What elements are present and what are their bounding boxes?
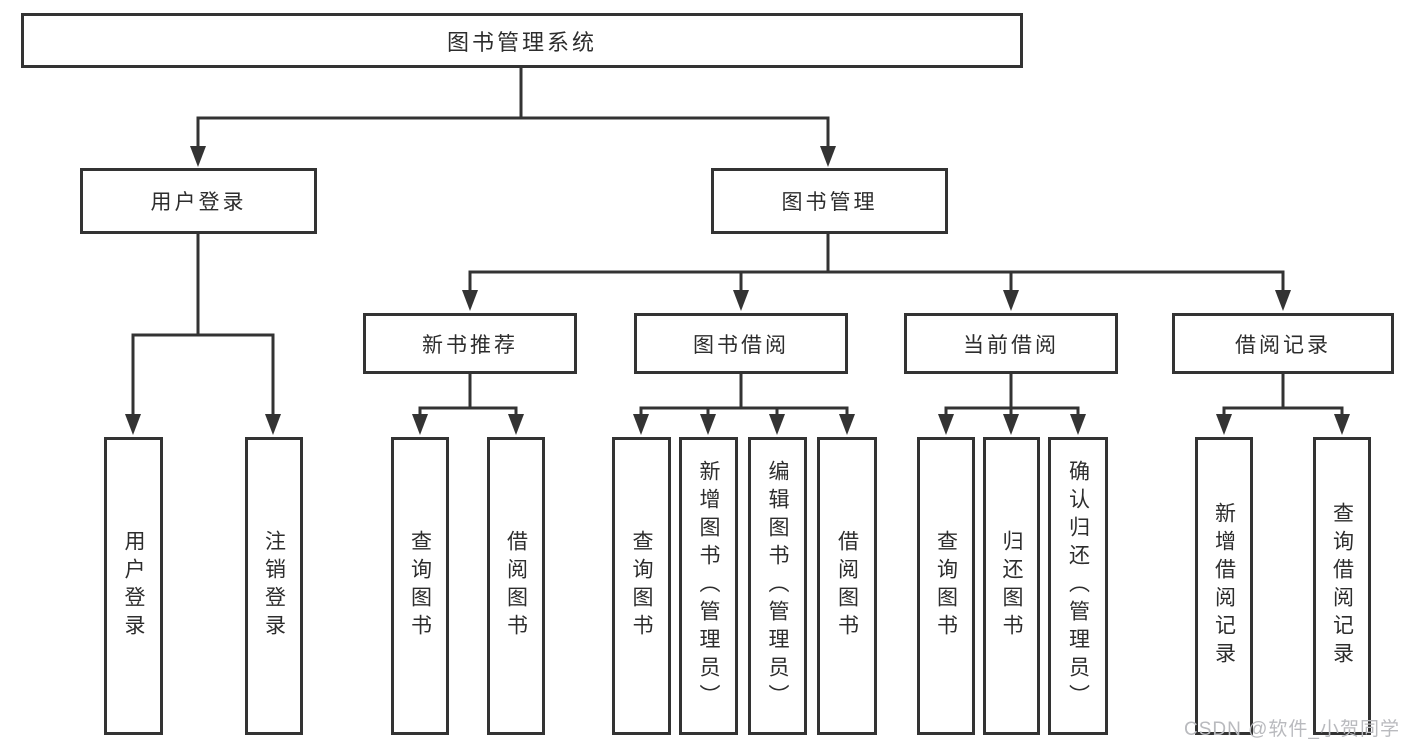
leaf-add-borrow-record: 新增借阅记录: [1195, 437, 1253, 735]
leaf-edit-books-admin: 编辑图书（管理员）: [748, 437, 807, 735]
node-user-login-label: 用户登录: [150, 191, 247, 214]
connector-root-to-level2: [190, 66, 836, 167]
leaf-query-books-3: 查询图书: [917, 437, 975, 735]
leaf-logout: 注销登录: [245, 437, 303, 735]
leaf-user-login: 用户登录: [104, 437, 163, 735]
leaf-borrow-books-1: 借阅图书: [487, 437, 545, 735]
leaf-add-borrow-record-label: 新增借阅记录: [1212, 502, 1236, 670]
node-root: 图书管理系统: [21, 13, 1023, 68]
node-root-label: 图书管理系统: [446, 29, 597, 55]
node-book-borrow: 图书借阅: [634, 313, 848, 374]
node-book-mgmt: 图书管理: [711, 168, 948, 234]
connector-current-borrow-to-leaves: [938, 374, 1086, 435]
leaf-borrow-books-1-label: 借阅图书: [504, 530, 528, 642]
leaf-add-books-admin-label: 新增图书（管理员）: [697, 460, 720, 712]
node-current-borrow: 当前借阅: [904, 313, 1118, 374]
connector-new-book-rec-to-leaves: [412, 374, 524, 435]
leaf-return-books-label: 归还图书: [1000, 530, 1023, 642]
connector-book-mgmt-to-level3: [462, 234, 1291, 311]
node-book-borrow-label: 图书借阅: [693, 333, 789, 357]
leaf-return-books: 归还图书: [983, 437, 1040, 735]
leaf-borrow-books-2: 借阅图书: [817, 437, 877, 735]
leaf-borrow-books-2-label: 借阅图书: [835, 530, 859, 642]
leaf-edit-books-admin-label: 编辑图书（管理员）: [766, 460, 789, 712]
leaf-confirm-return-admin: 确认归还（管理员）: [1048, 437, 1108, 735]
node-new-book-rec: 新书推荐: [363, 313, 577, 374]
node-borrow-records: 借阅记录: [1172, 313, 1394, 374]
leaf-query-books-2: 查询图书: [612, 437, 671, 735]
csdn-watermark: CSDN @软件_小贺同学: [1184, 719, 1400, 740]
connector-user-login-to-leaves: [125, 234, 281, 435]
leaf-query-borrow-record-label: 查询借阅记录: [1330, 502, 1354, 670]
leaf-query-books-2-label: 查询图书: [630, 530, 653, 642]
leaf-logout-label: 注销登录: [262, 530, 286, 642]
node-book-mgmt-label: 图书管理: [781, 191, 878, 214]
connector-borrow-records-to-leaves: [1216, 374, 1350, 435]
node-borrow-records-label: 借阅记录: [1235, 333, 1331, 357]
leaf-confirm-return-admin-label: 确认归还（管理员）: [1066, 460, 1090, 712]
leaf-query-books-3-label: 查询图书: [934, 530, 958, 642]
node-new-book-rec-label: 新书推荐: [422, 333, 518, 357]
leaf-user-login-label: 用户登录: [122, 530, 145, 642]
leaf-query-books-1: 查询图书: [391, 437, 449, 735]
leaf-query-borrow-record: 查询借阅记录: [1313, 437, 1371, 735]
leaf-query-books-1-label: 查询图书: [408, 530, 432, 642]
node-user-login: 用户登录: [80, 168, 317, 234]
leaf-add-books-admin: 新增图书（管理员）: [679, 437, 738, 735]
node-current-borrow-label: 当前借阅: [963, 333, 1059, 357]
connector-book-borrow-to-leaves: [633, 374, 855, 435]
